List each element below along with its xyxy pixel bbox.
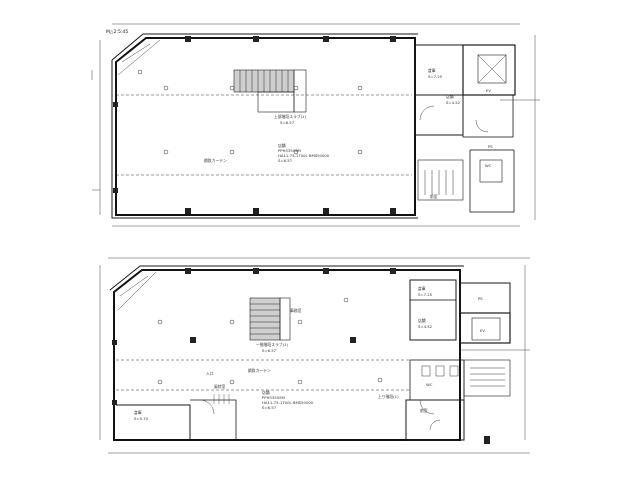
upper-main-room: 店舗 [278, 143, 286, 148]
lower-room-b: 店舗 [418, 318, 426, 323]
lower-main-room-label: 事務室 [290, 308, 302, 313]
lower-entrance: 入口 [206, 371, 214, 376]
lower-room-f: 前室 [420, 408, 428, 413]
lower-room-i: 倉庫 [134, 410, 142, 415]
lower-main-room-sub: PPH3350SM [262, 395, 285, 400]
upper-room-b-sub: S=4.52 [446, 100, 461, 105]
upper-main-room-area: S=6.57 [278, 158, 293, 163]
upper-main-room-ac: HA11-75-1700L BMS50000 [278, 153, 330, 158]
lower-room-b-sub: S=4.52 [418, 324, 433, 329]
upper-room-f: 前室 [430, 194, 438, 199]
lower-floor-plan: 事務室 一階階段スラブ(1) S=6.57 鋼鉄カーテン 店舗 PPH3350S… [99, 257, 530, 454]
upper-main-room-sub: PPH3350SM [278, 148, 301, 153]
lower-room-a-sub: S=7.25 [418, 292, 433, 297]
lower-main-room-area: S=6.57 [262, 405, 277, 410]
lower-main-room: 店舗 [262, 390, 270, 395]
upper-room-d: WC [485, 163, 492, 168]
lower-outer-wall [113, 269, 461, 441]
lower-room-a: 倉庫 [418, 286, 426, 291]
lower-stair-sub: S=6.57 [262, 348, 277, 353]
upper-room-e: PS [488, 144, 493, 149]
upper-room-a: 倉庫 [428, 68, 436, 73]
lower-main-room-ac: HA11-75-1700L BMS50000 [262, 400, 314, 405]
upper-outer-wall [115, 37, 416, 216]
upper-stair-sub: S=6.57 [280, 120, 295, 125]
lower-room-i-sub: S=0.70 [134, 416, 149, 421]
upper-plan-title: M△2:5:45 [106, 29, 128, 35]
lower-room-h: 風除室 [214, 384, 226, 389]
lower-room-e: PS [478, 296, 483, 301]
lower-curtain: 鋼鉄カーテン [248, 368, 271, 373]
upper-floor-plan: M△2:5:45 [91, 23, 540, 227]
upper-stair-note: 上部階段スラブ(1) [274, 114, 306, 119]
upper-room-c: EV [486, 88, 491, 93]
upper-room-b: 店舗 [446, 94, 454, 99]
upper-room-a-sub: S=7.25 [428, 74, 443, 79]
lower-room-d: WC [426, 382, 433, 387]
upper-curtain: 鋼鉄カーテン [204, 158, 227, 163]
lower-stair-note: 一階階段スラブ(1) [256, 342, 288, 347]
lower-room-c: EV [480, 328, 485, 333]
lower-stair-up: 上り階段(1) [378, 394, 399, 399]
